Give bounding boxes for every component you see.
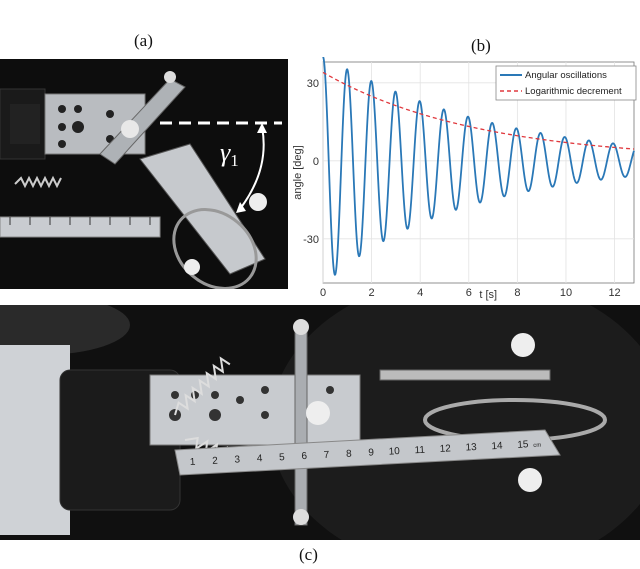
y-tick-label: 0 [313, 156, 319, 168]
ruler-tick-15: 15 [517, 439, 529, 451]
series-logarithmic-decrement [322, 71, 635, 150]
caption-c: (c) [299, 545, 318, 564]
angle-subscript: 1 [230, 151, 239, 170]
ruler-tick-11: 11 [414, 445, 425, 457]
y-tick-label: 30 [307, 78, 319, 90]
y-tick-label: -30 [303, 234, 319, 246]
ruler-tick-1: 1 [190, 457, 197, 468]
x-tick-label: 8 [514, 287, 520, 299]
ruler-tick-2: 2 [212, 456, 219, 467]
ruler-tick-3: 3 [234, 454, 241, 465]
x-tick-label: 0 [320, 287, 326, 299]
x-tick-label: 6 [466, 287, 472, 299]
photo-c-illustration: 1 2 3 4 5 6 7 8 9 10 11 12 13 14 15 cm [0, 305, 640, 540]
ruler-tick-6: 6 [301, 451, 308, 462]
y-axis-label: angle [deg] [293, 145, 304, 199]
ruler-tick-14: 14 [491, 441, 503, 453]
ruler-tick-9: 9 [368, 447, 375, 458]
chart-angular-oscillations: 0 2 4 6 8 10 12 -30 0 30 angle [deg] t [s] Angula… [293, 57, 637, 301]
caption-b: (b) [471, 36, 491, 55]
legend-label-oscillations: Angular oscillations [525, 70, 607, 81]
ruler-tick-8: 8 [346, 449, 353, 460]
legend: Angular oscillations Logarithmic decreme… [495, 65, 637, 101]
x-tick-label: 12 [608, 287, 620, 299]
legend-label-decrement: Logarithmic decrement [525, 86, 622, 97]
angle-arc [239, 126, 265, 210]
ruler-tick-12: 12 [439, 443, 451, 455]
angle-label: γ [220, 138, 231, 167]
ruler-tick-7: 7 [323, 450, 330, 461]
x-tick-label: 4 [417, 287, 423, 299]
caption-a: (a) [134, 31, 153, 50]
legend-box [495, 65, 637, 101]
ruler-unit: cm [533, 443, 541, 449]
ruler-tick-10: 10 [388, 446, 400, 458]
x-tick-label: 10 [560, 287, 572, 299]
photo-a-pendulum-setup: γ1 [0, 59, 288, 289]
x-axis-label: t [s] [479, 289, 497, 301]
svg-text:γ1: γ1 [220, 138, 239, 170]
ruler-tick-13: 13 [465, 442, 477, 454]
x-tick-label: 2 [369, 287, 375, 299]
ruler-tick-4: 4 [257, 453, 264, 464]
series-angular-oscillations [322, 57, 635, 276]
svg-text:1 2 3 4: 1 2 3 4 5 6 7 8 9 10 11 12 13 14 15 cm [190, 439, 542, 468]
ruler-tick-5: 5 [279, 452, 286, 463]
photo-a-illustration: γ1 [0, 59, 288, 289]
photo-c-top-view: 1 2 3 4 5 6 7 8 9 10 11 12 13 14 15 cm [0, 305, 640, 540]
